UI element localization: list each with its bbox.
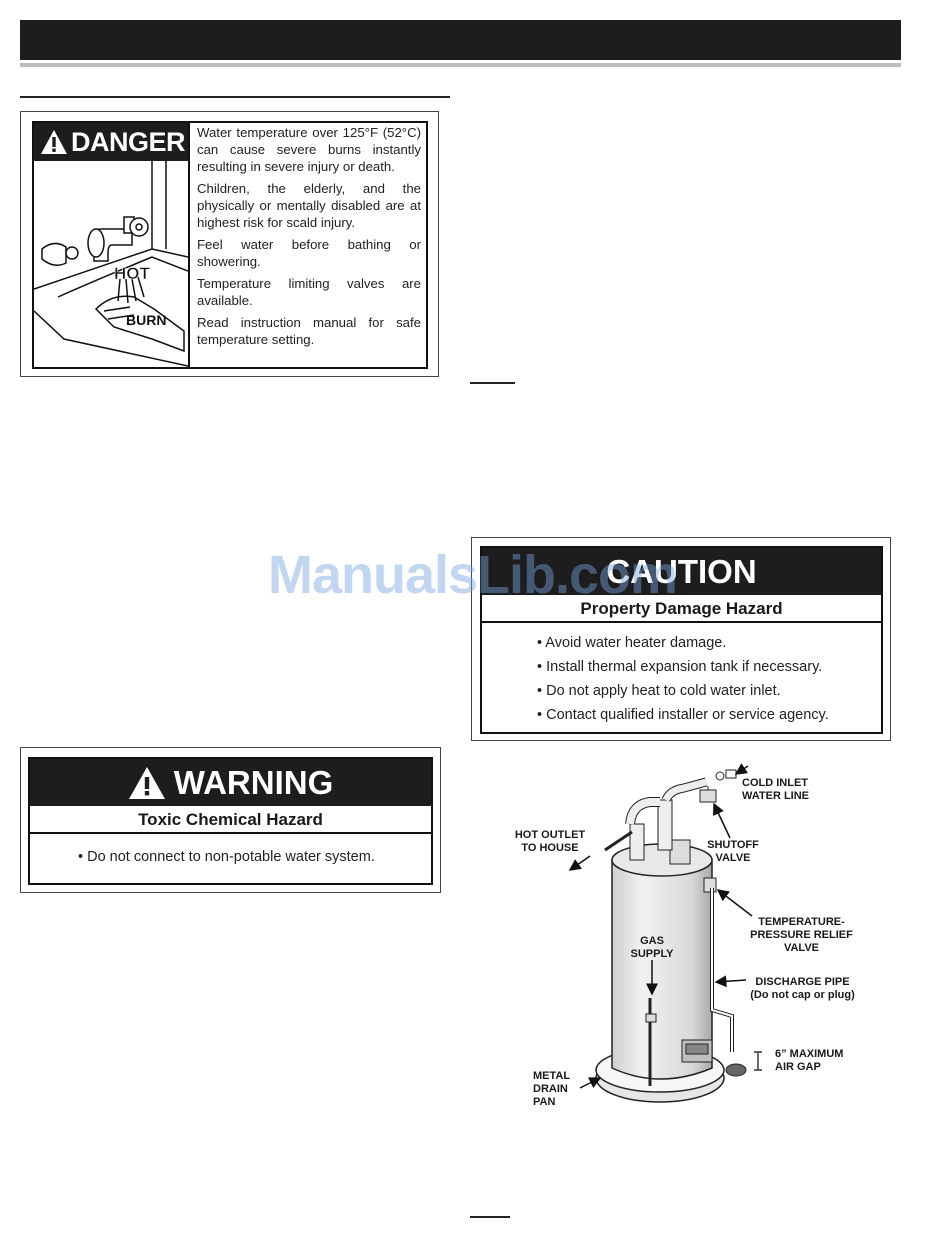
caution-subheading: Property Damage Hazard (482, 596, 881, 623)
danger-heading: DANGER (34, 123, 189, 161)
label-line: SUPPLY (630, 948, 674, 960)
watermark: ManualsLib.com (268, 545, 678, 605)
label-line: WATER LINE (742, 790, 810, 802)
warning-heading-text: WARNING (173, 763, 334, 801)
danger-paragraph: Children, the elderly, and the physicall… (197, 181, 421, 230)
label-line: PAN (533, 1096, 556, 1108)
danger-paragraph: Water temperature over 125°F (52°C) can … (197, 125, 421, 174)
label-line: COLD INLET (742, 777, 808, 789)
header-rule (20, 63, 901, 67)
label-line: VALVE (783, 942, 820, 954)
scald-illustration: HOT BURN (34, 161, 188, 367)
caution-label-frame (480, 546, 883, 734)
label-cold-inlet: COLD INLET WATER LINE (742, 777, 809, 803)
label-line: VALVE (715, 852, 751, 864)
danger-label (20, 111, 439, 377)
label-line: (Do not cap or plug) (750, 989, 855, 1001)
warning-heading: WARNING (30, 759, 431, 806)
label-gas-supply: GAS SUPPLY (624, 935, 680, 961)
label-line: DRAIN (533, 1083, 568, 1095)
danger-paragraph: Feel water before bathing or showering. (197, 237, 421, 269)
section-rule (470, 382, 515, 384)
danger-label-frame (32, 121, 428, 369)
label-line: TO HOUSE (521, 842, 579, 854)
label-line: DISCHARGE PIPE (755, 976, 850, 988)
danger-paragraph: Read instruction manual for safe tempera… (197, 315, 421, 347)
warning-label-frame (28, 757, 433, 885)
footer-rule (470, 1216, 510, 1218)
illustration-burn-text: BURN (126, 312, 166, 328)
label-line: TEMPERATURE- (758, 916, 845, 928)
danger-message: Water temperature over 125°F (52°C) can … (197, 124, 421, 353)
caution-heading: CAUTION (482, 548, 881, 595)
label-discharge-pipe: DISCHARGE PIPE (Do not cap or plug) (745, 976, 860, 1002)
danger-heading-text: DANGER (71, 126, 186, 157)
label-hot-outlet: HOT OUTLET TO HOUSE (508, 829, 592, 855)
warning-triangle-icon (41, 130, 67, 154)
page-header-bar (20, 20, 901, 60)
illustration-hot-text: HOT (114, 264, 151, 283)
label-line: METAL (533, 1070, 571, 1082)
caution-item: • Do not apply heat to cold water inlet. (537, 683, 781, 699)
caution-label (471, 537, 891, 741)
warning-label (20, 747, 441, 893)
danger-divider (188, 123, 190, 367)
label-line: SHUTOFF (707, 839, 759, 851)
water-heater-diagram (568, 763, 762, 1103)
caution-list: • Avoid water heater damage. • Install t… (537, 631, 829, 727)
caution-item: • Install thermal expansion tank if nece… (537, 659, 823, 675)
left-column-rule (20, 96, 450, 98)
label-line: PRESSURE RELIEF (750, 929, 853, 941)
warning-triangle-icon (128, 766, 165, 799)
label-air-gap: 6” MAXIMUM AIR GAP (775, 1048, 843, 1074)
caution-item: • Avoid water heater damage. (537, 635, 727, 651)
warning-item: • Do not connect to non-potable water sy… (78, 849, 375, 865)
label-line: HOT OUTLET (514, 829, 586, 841)
label-shutoff-valve: SHUTOFF VALVE (700, 839, 766, 865)
label-tp-relief-valve: TEMPERATURE- PRESSURE RELIEF VALVE (744, 916, 859, 955)
danger-paragraph: Temperature limiting valves are availabl… (197, 276, 421, 308)
warning-subheading: Toxic Chemical Hazard (30, 807, 431, 834)
label-line: 6” MAXIMUM (775, 1048, 844, 1060)
label-line: GAS (640, 935, 664, 947)
caution-item: • Contact qualified installer or service… (537, 707, 829, 723)
label-line: AIR GAP (775, 1061, 821, 1073)
label-drain-pan: METAL DRAIN PAN (533, 1070, 570, 1109)
